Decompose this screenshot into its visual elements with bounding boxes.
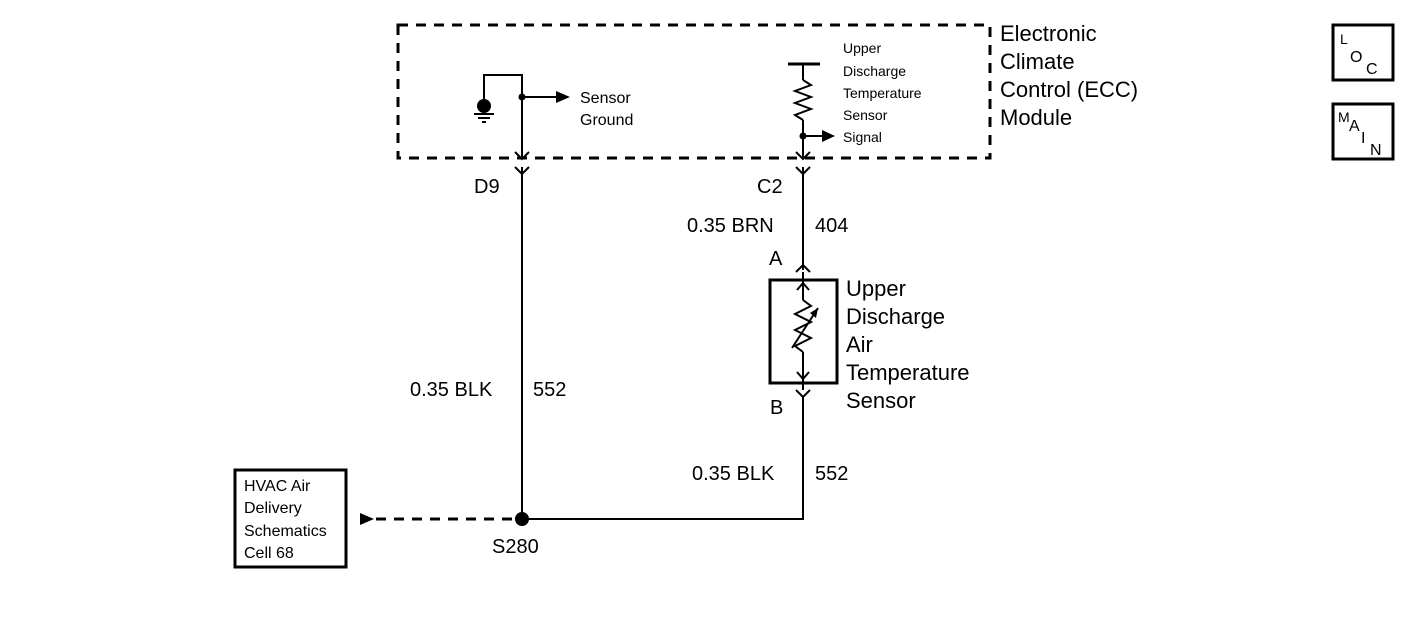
component-label-1: Upper xyxy=(846,276,906,301)
loc-button[interactable]: L O C xyxy=(1331,23,1395,82)
connector-c2-label: C2 xyxy=(757,176,783,198)
connector-a: A xyxy=(769,248,811,273)
reference-line-1: HVAC Air xyxy=(244,478,311,495)
main-letter-m: M xyxy=(1338,109,1350,125)
reference-line-3: Schematics xyxy=(244,523,327,540)
ground-node xyxy=(477,99,491,113)
sensor-ground-arrow-icon xyxy=(556,91,570,103)
main-letter-a: A xyxy=(1349,118,1360,135)
ecc-module-title: Electronic Climate Control (ECC) Module xyxy=(1000,21,1138,130)
right-wire-gauge-color: 0.35 BLK xyxy=(692,463,775,485)
module-title-line-2: Climate xyxy=(1000,49,1075,74)
component-label-5: Sensor xyxy=(846,388,916,413)
loc-letter-l: L xyxy=(1340,31,1348,47)
connector-a-label: A xyxy=(769,248,783,270)
upper-sensor-label-3: Temperature xyxy=(843,85,922,101)
splice-s280: S280 xyxy=(492,512,539,558)
brn-wire-gauge-color: 0.35 BRN xyxy=(687,215,774,237)
sensor-ground-label-2: Ground xyxy=(580,112,633,129)
sensor-ground-label-1: Sensor xyxy=(580,90,631,107)
main-letter-n: N xyxy=(1370,142,1382,159)
reference-line-4: Cell 68 xyxy=(244,545,294,562)
module-title-line-4: Module xyxy=(1000,105,1072,130)
internal-pullup-resistor: Upper Discharge Temperature Sensor Signa… xyxy=(788,40,922,157)
loc-letter-c: C xyxy=(1366,61,1378,78)
right-wire-circuit: 552 xyxy=(815,463,848,485)
ecc-module-boundary xyxy=(396,23,992,160)
upper-sensor-label-4: Sensor xyxy=(843,107,888,123)
connector-d9-label: D9 xyxy=(474,176,500,198)
thermistor-icon xyxy=(792,299,814,353)
upper-sensor-label-2: Discharge xyxy=(843,63,906,79)
internal-ground-circuit: Sensor Ground xyxy=(474,74,633,157)
signal-label: Signal xyxy=(843,129,882,145)
module-title-line-1: Electronic xyxy=(1000,21,1097,46)
resistor-icon xyxy=(792,79,814,121)
main-letter-i: I xyxy=(1361,130,1365,147)
left-wire-circuit: 552 xyxy=(533,379,566,401)
component-label-2: Discharge xyxy=(846,304,945,329)
reference-line-2: Delivery xyxy=(244,500,302,517)
upper-discharge-air-temperature-sensor: Upper Discharge Air Temperature Sensor xyxy=(768,272,970,413)
wire-blk-552-right xyxy=(522,397,804,520)
brn-wire-circuit: 404 xyxy=(815,215,848,237)
component-label-4: Temperature xyxy=(846,360,970,385)
hvac-reference-box[interactable]: HVAC Air Delivery Schematics Cell 68 xyxy=(233,468,348,569)
upper-sensor-label-1: Upper xyxy=(843,40,881,56)
loc-letter-o: O xyxy=(1350,49,1362,66)
module-title-line-3: Control (ECC) xyxy=(1000,77,1138,102)
reference-arrow-icon xyxy=(360,513,374,525)
signal-arrow-icon xyxy=(822,130,835,142)
component-label-3: Air xyxy=(846,332,873,357)
splice-label: S280 xyxy=(492,536,539,558)
main-button[interactable]: M A I N xyxy=(1331,102,1395,161)
splice-node xyxy=(515,512,529,526)
left-wire-gauge-color: 0.35 BLK xyxy=(410,379,493,401)
connector-b-label: B xyxy=(770,397,783,419)
